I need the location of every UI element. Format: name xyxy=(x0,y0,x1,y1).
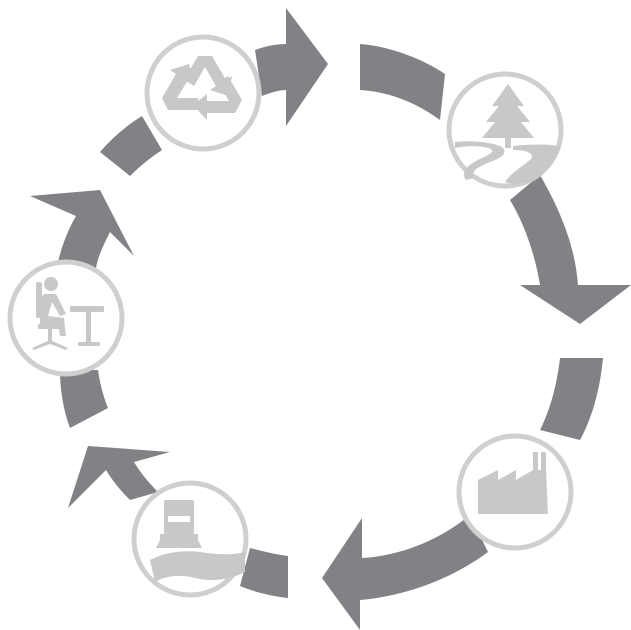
arrow-to-raw-materials xyxy=(360,44,445,120)
stage-manufacturing xyxy=(456,433,574,551)
person-at-desk-icon xyxy=(32,277,104,350)
stage-use xyxy=(7,259,125,377)
truck-on-road-icon xyxy=(150,500,245,582)
arrow-to-top xyxy=(255,8,328,126)
arrow-segment-use xyxy=(60,370,108,428)
stage-transport xyxy=(131,480,249,598)
recycle-icon xyxy=(162,56,242,120)
stage-raw-materials xyxy=(446,71,564,189)
arrow-from-recycling xyxy=(100,116,162,176)
arrow-to-recycling xyxy=(30,190,134,268)
factory-icon xyxy=(478,452,548,514)
arrow-to-transport xyxy=(322,515,488,630)
cycle-arrows xyxy=(30,8,631,630)
arrow-to-manufacturing xyxy=(510,175,631,324)
stage-recycling xyxy=(144,34,262,152)
arrow-segment-transport xyxy=(240,548,288,598)
arrow-segment-manufacturing xyxy=(540,358,603,440)
arrow-to-use xyxy=(68,446,170,508)
tree-and-river-icon xyxy=(455,84,560,184)
